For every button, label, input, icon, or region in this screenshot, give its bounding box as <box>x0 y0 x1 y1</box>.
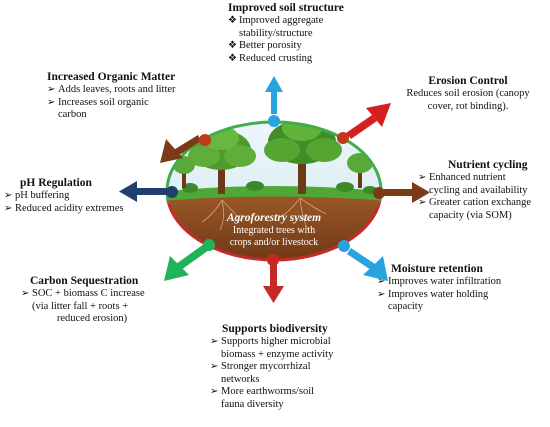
box-nutrient-cycling: Nutrient cycling ➢Enhanced nutrient cycl… <box>418 158 548 222</box>
box-organic-matter: Increased Organic Matter ➢Adds leaves, r… <box>47 70 207 122</box>
list-item: stability/structure <box>239 27 313 39</box>
list-item: ➢Greater cation exchange <box>418 197 532 208</box>
check-arrow-icon: ➢ <box>21 288 30 299</box>
dot-upper-left <box>199 134 211 146</box>
list-item: ➢pH buffering <box>4 190 70 201</box>
dot-left <box>166 186 178 198</box>
dot-upper-right <box>337 132 349 144</box>
list-item: capacity (via SOM) <box>429 209 512 221</box>
organic-matter-title: Increased Organic Matter <box>47 71 176 83</box>
arrow-left <box>119 181 167 202</box>
arrow-upper-right <box>346 103 391 139</box>
arrow-upper-left <box>160 135 201 163</box>
list-item: capacity <box>388 301 423 312</box>
biodiversity-title: Supports biodiversity <box>222 323 328 335</box>
check-arrow-icon: ➢ <box>418 197 427 208</box>
list-item: biomass + enzyme activity <box>221 348 334 360</box>
soil-structure-title: Improved soil structure <box>228 2 344 14</box>
erosion-title: Erosion Control <box>428 75 508 87</box>
dot-bottom <box>267 254 279 266</box>
check-arrow-icon: ➢ <box>377 276 386 287</box>
moisture-title: Moisture retention <box>391 263 483 275</box>
ph-title: pH Regulation <box>20 177 92 189</box>
list-item: ❖Improved aggregate <box>228 15 324 26</box>
arrow-lower-left <box>164 244 209 281</box>
list-item: reduced erosion) <box>56 313 128 324</box>
check-arrow-icon: ➢ <box>418 172 427 183</box>
diamond-cross-icon: ❖ <box>228 40 237 51</box>
box-moisture-retention: Moisture retention ➢Improves water infil… <box>377 262 537 314</box>
carbon-title: Carbon Sequestration <box>30 275 139 287</box>
list-item: ➢Supports higher microbial <box>210 336 331 347</box>
diamond-cross-icon: ❖ <box>228 15 237 26</box>
box-erosion-control: Erosion Control Reduces soil erosion (ca… <box>388 74 548 113</box>
check-arrow-icon: ➢ <box>377 288 386 300</box>
box-biodiversity: Supports biodiversity ➢Supports higher m… <box>210 322 370 411</box>
dot-right <box>373 187 385 199</box>
list-item: ❖Reduced crusting <box>228 52 313 64</box>
list-item: ➢Reduced acidity extremes <box>4 202 124 214</box>
dot-lower-right <box>338 240 350 252</box>
diamond-cross-icon: ❖ <box>228 52 237 64</box>
list-item: ➢Improves water holding <box>377 288 489 300</box>
check-arrow-icon: ➢ <box>47 96 56 108</box>
list-item: carbon <box>58 109 87 120</box>
list-item: ➢Increases soil organic <box>47 96 149 108</box>
dot-top <box>268 115 280 127</box>
check-arrow-icon: ➢ <box>210 336 219 347</box>
list-item: ➢Stronger mycorrhizal <box>210 361 311 372</box>
center-title: Agroforestry system <box>226 212 321 224</box>
list-item: cycling and availability <box>429 184 528 196</box>
list-item: networks <box>221 373 260 385</box>
list-item: ➢Enhanced nutrient <box>418 172 506 183</box>
list-item: ➢SOC + biomass C increase <box>21 288 145 299</box>
center-line-1: Integrated trees with <box>233 225 315 236</box>
box-ph-regulation: pH Regulation ➢pH buffering ➢Reduced aci… <box>4 176 124 215</box>
center-line-2: crops and/or livestock <box>230 237 318 248</box>
arrow-lower-right <box>347 248 388 281</box>
check-arrow-icon: ➢ <box>210 386 219 397</box>
nutrient-title: Nutrient cycling <box>448 159 528 171</box>
list-item: fauna diversity <box>221 398 284 410</box>
list-item: ➢Adds leaves, roots and litter <box>47 84 176 95</box>
arrow-up <box>265 76 283 114</box>
list-item: ➢More earthworms/soil <box>210 386 315 397</box>
box-carbon-sequestration: Carbon Sequestration ➢SOC + biomass C in… <box>12 274 172 326</box>
list-item: (via litter fall + roots + <box>32 300 129 312</box>
arrow-right <box>384 182 430 203</box>
erosion-text-1: Reduces soil erosion (canopy <box>406 88 530 99</box>
check-arrow-icon: ➢ <box>4 190 13 201</box>
check-arrow-icon: ➢ <box>210 361 219 372</box>
check-arrow-icon: ➢ <box>47 84 56 95</box>
erosion-text-2: cover, rot binding). <box>427 100 509 112</box>
box-soil-structure: Improved soil structure ❖Improved aggreg… <box>228 1 388 65</box>
list-item: ❖Better porosity <box>228 40 302 51</box>
list-item: ➢Improves water infiltration <box>377 276 502 287</box>
dot-lower-left <box>203 239 215 251</box>
arrow-down <box>263 262 284 303</box>
check-arrow-icon: ➢ <box>4 202 13 214</box>
